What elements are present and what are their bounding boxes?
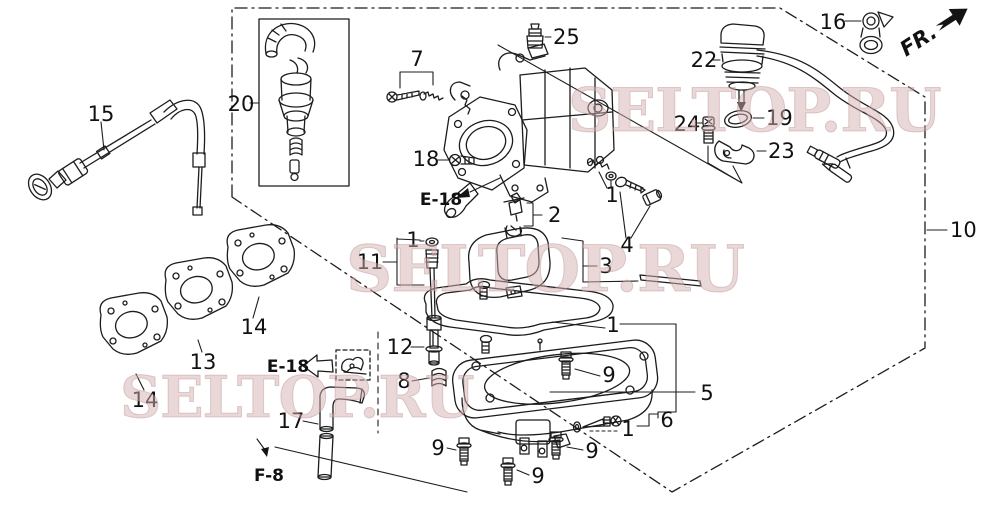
e18-bottom-ref-group — [302, 349, 371, 381]
callout-5: 5 — [700, 381, 713, 405]
ref-e18-bottom: E-18 — [267, 357, 309, 377]
part-bolt-9b — [456, 437, 472, 466]
callout-15: 15 — [88, 102, 115, 126]
part-o-ring-19 — [724, 110, 752, 128]
watermark-top: SELTOP.RU — [568, 76, 941, 146]
part-main-nozzle — [425, 314, 443, 366]
e18-top-leader — [469, 177, 501, 193]
callout-20: 20 — [228, 92, 255, 116]
callout-14b: 14 — [132, 388, 159, 412]
callout-13: 13 — [190, 350, 217, 374]
callout-13-leader — [197, 339, 203, 353]
callout-14a-leader — [252, 296, 260, 319]
part-pilot-screw-set — [586, 157, 663, 206]
callout-9b: 9 — [431, 436, 444, 460]
callout-9d: 9 — [531, 464, 544, 488]
callout-1d: 1 — [621, 417, 634, 441]
part-bolt-9d — [500, 457, 516, 486]
callout-19: 19 — [766, 106, 793, 130]
f8-arrowhead — [261, 447, 269, 457]
part-insulator-plate-13 — [164, 257, 234, 320]
callout-10: 10 — [950, 218, 977, 242]
part-fuel-joint-set — [258, 18, 350, 187]
callout-17-leader — [302, 420, 319, 425]
callout-9b-leader — [446, 447, 457, 451]
carburetor-top-bracket-leader — [497, 44, 743, 184]
front-direction-marker: FR. — [896, 8, 968, 61]
part-gasket-plate-14b — [99, 292, 169, 355]
callout-4: 4 — [620, 233, 633, 257]
callout-4-leaders — [619, 191, 651, 239]
e18-left-arrow-icon — [302, 354, 334, 378]
callout-9a-leader — [574, 368, 601, 377]
callout-23: 23 — [768, 139, 795, 163]
part-fuel-tube — [317, 386, 365, 481]
part-carburetor-body — [443, 43, 615, 219]
part-choke-solenoid-cable — [719, 23, 895, 183]
callout-8: 8 — [397, 369, 410, 393]
ref-f8: F-8 — [254, 466, 284, 486]
front-direction-arrow-icon — [935, 8, 968, 31]
callout-16: 16 — [820, 10, 847, 34]
diagram-boundary — [231, 7, 926, 493]
e18-top-arrowhead — [456, 188, 470, 198]
callout-8-leader — [411, 377, 430, 382]
callout-17: 17 — [278, 409, 305, 433]
callout-1c-leaders — [551, 321, 677, 419]
part-chamber-screw-b — [479, 334, 493, 354]
part-gasket-plate-14a — [226, 224, 296, 287]
ref-e18-top: E-18 — [420, 190, 462, 210]
callout-3: 3 — [599, 254, 612, 278]
front-direction-label: FR. — [896, 20, 942, 61]
part-main-jet-set — [425, 237, 439, 319]
callout-9c: 9 — [585, 439, 598, 463]
part-cable-clip — [859, 11, 894, 55]
part-spring-8 — [431, 367, 447, 387]
callout-14a: 14 — [241, 315, 268, 339]
callout-24: 24 — [674, 112, 701, 136]
part-bolt-24 — [701, 116, 716, 144]
callout-1a-leaders — [598, 171, 612, 189]
callout-9c-leader — [566, 446, 584, 451]
callout-1a: 1 — [605, 183, 618, 207]
watermark-bottom: SELTOP.RU — [120, 364, 474, 431]
callout-1c: 1 — [606, 313, 619, 337]
callout-9a: 9 — [602, 363, 615, 387]
callout-14b-leader — [135, 373, 145, 391]
f8-ref-group — [256, 438, 468, 493]
callout-11-bracket — [382, 237, 425, 286]
part-bowl-gasket — [423, 278, 614, 336]
part-cable-clamp-23 — [714, 140, 755, 165]
callout-18: 18 — [413, 147, 440, 171]
callout-6: 6 — [660, 408, 673, 432]
callout-7: 7 — [410, 47, 423, 71]
watermark-middle: SELTOP.RU — [346, 232, 744, 307]
callout-15-leader — [100, 121, 105, 151]
part-drain-screw-18 — [448, 153, 475, 167]
callout-12: 12 — [387, 335, 414, 359]
callout-3-bracket — [561, 237, 639, 283]
part-chamber-screw-a — [477, 280, 491, 300]
part-choke-knob-cable — [27, 99, 206, 216]
callout-25: 25 — [553, 25, 580, 49]
part-drain-screw-set — [572, 415, 622, 433]
callout-9d-leader — [516, 469, 530, 476]
callout-2: 2 — [548, 203, 561, 227]
callout-11: 11 — [357, 250, 384, 274]
part-setting-screws — [386, 71, 444, 103]
callout-6-bracket — [636, 413, 658, 427]
callout-2-bracket — [523, 202, 543, 227]
callout-22: 22 — [691, 48, 718, 72]
